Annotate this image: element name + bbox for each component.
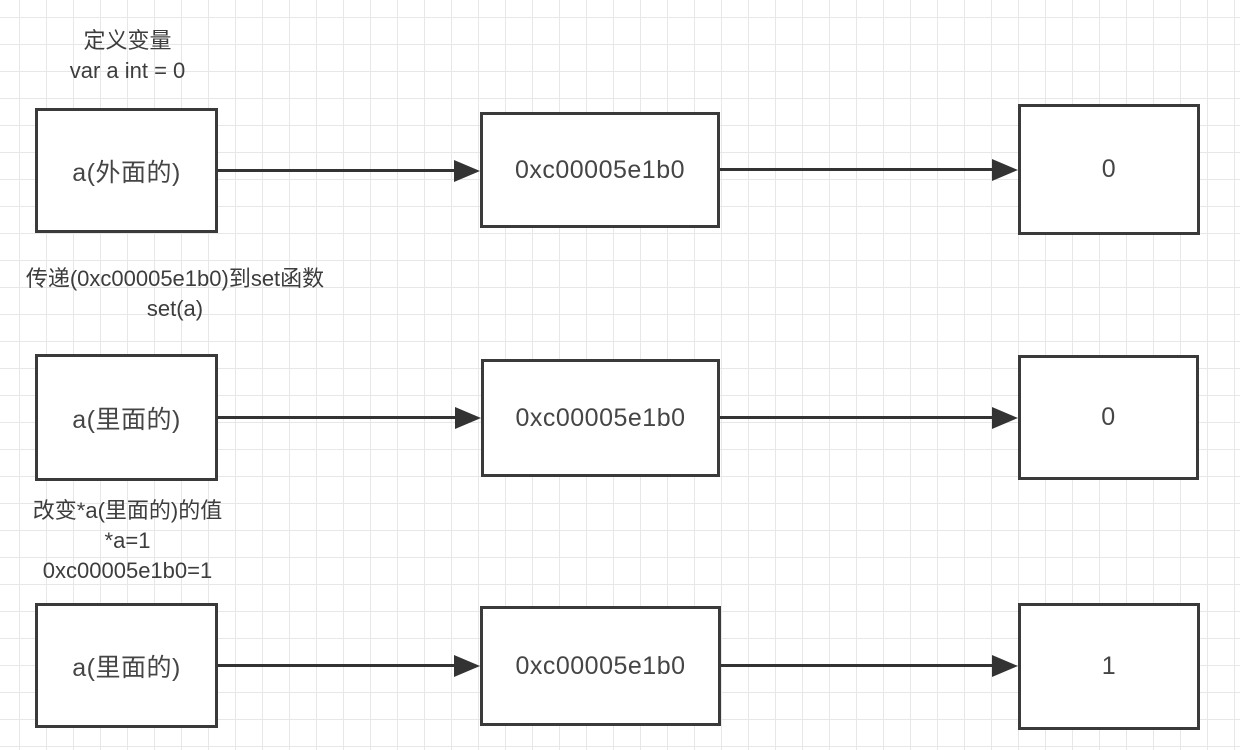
arrow-shaft: [720, 416, 998, 419]
arrow-head-icon: [992, 655, 1018, 677]
arrow-head-icon: [992, 159, 1018, 181]
step3-address-label: 0xc00005e1b0: [515, 651, 686, 680]
arrow-shaft: [721, 664, 998, 667]
step2-address-box: 0xc00005e1b0: [481, 359, 720, 477]
step1-variable-box: a(外面的): [35, 108, 218, 233]
step1-caption-line2: var a int = 0: [69, 58, 186, 83]
arrow-head-icon: [454, 160, 480, 182]
step1-address-box: 0xc00005e1b0: [480, 112, 720, 228]
step1-caption: 定义变量 var a int = 0: [25, 26, 230, 86]
step1-value-box: 0: [1018, 104, 1200, 235]
step3-caption-line3: 0xc00005e1b0=1: [42, 558, 213, 583]
arrow-head-icon: [455, 407, 481, 429]
arrow-shaft: [720, 168, 998, 171]
step3-variable-label: a(里面的): [72, 653, 181, 682]
step1-arrow-address-to-value: [720, 159, 1018, 181]
step3-arrow-variable-to-address: [218, 655, 480, 677]
arrow-head-icon: [992, 407, 1018, 429]
step2-caption-line2: set(a): [146, 296, 204, 321]
arrow-head-icon: [454, 655, 480, 677]
step3-value-label: 1: [1101, 652, 1117, 680]
step2-caption: 传递(0xc00005e1b0)到set函数 set(a): [0, 264, 350, 324]
step1-variable-label: a(外面的): [72, 158, 181, 187]
step2-caption-line1: 传递(0xc00005e1b0)到set函数: [25, 266, 325, 291]
step2-variable-label: a(里面的): [72, 405, 181, 434]
step1-arrow-variable-to-address: [218, 160, 480, 182]
step1-address-label: 0xc00005e1b0: [514, 155, 686, 184]
step2-value-box: 0: [1018, 355, 1199, 480]
step2-arrow-address-to-value: [720, 407, 1018, 429]
step3-value-box: 1: [1018, 603, 1200, 730]
step1-value-label: 0: [1101, 155, 1117, 183]
arrow-shaft: [218, 664, 460, 667]
step3-arrow-address-to-value: [721, 655, 1018, 677]
step3-caption-line2: *a=1: [104, 528, 151, 553]
step1-caption-line1: 定义变量: [83, 28, 172, 53]
arrow-shaft: [218, 416, 461, 419]
step2-variable-box: a(里面的): [35, 354, 218, 481]
step2-value-label: 0: [1101, 403, 1116, 431]
step3-caption-line1: 改变*a(里面的)的值: [32, 498, 223, 523]
step2-address-label: 0xc00005e1b0: [515, 403, 686, 432]
step3-address-box: 0xc00005e1b0: [480, 606, 721, 726]
arrow-shaft: [218, 169, 460, 172]
step3-caption: 改变*a(里面的)的值 *a=1 0xc00005e1b0=1: [0, 496, 255, 586]
step3-variable-box: a(里面的): [35, 603, 218, 728]
step2-arrow-variable-to-address: [218, 407, 481, 429]
